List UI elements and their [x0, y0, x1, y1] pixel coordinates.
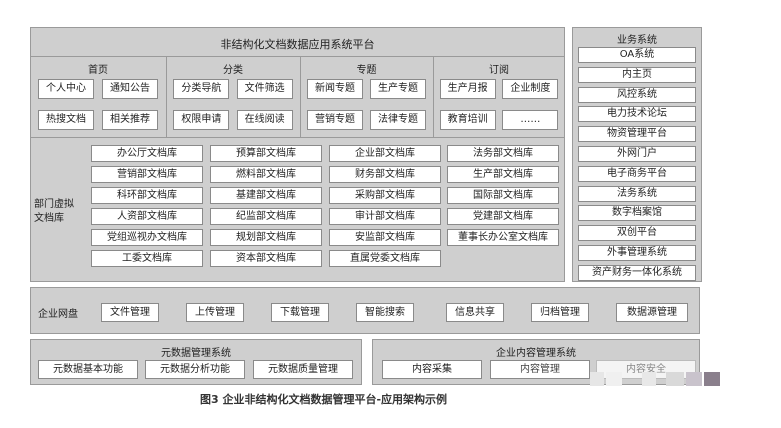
nav-item: 营销专题	[307, 110, 363, 130]
business-system-item: 物资管理平台	[578, 126, 696, 143]
nav-item: 热搜文档	[38, 110, 94, 130]
nav-item: 通知公告	[102, 79, 158, 99]
blur-block-5	[686, 372, 702, 386]
dept-library: 党建部文档库	[447, 208, 559, 225]
netdisk-item: 信息共享	[446, 303, 504, 322]
nav-item: 企业制度	[502, 79, 559, 99]
nav-item: 教育培训	[439, 110, 496, 130]
nav-item: ……	[502, 110, 559, 130]
blur-block-2	[606, 372, 622, 386]
business-title: 业务系统	[617, 35, 657, 46]
nav-item: 生产专题	[370, 79, 426, 99]
dept-library: 国际部文档库	[447, 187, 559, 204]
nav-group-title: 订阅	[489, 65, 509, 76]
nav-group-title: 专题	[356, 65, 377, 76]
blur-block-3	[642, 372, 656, 386]
dept-section-label: 部门虚拟 文档库	[34, 199, 74, 224]
nav-group-title: 首页	[88, 65, 108, 76]
business-system-item: 外网门户	[578, 146, 696, 162]
nav-item: 相关推荐	[102, 110, 158, 130]
dept-library: 科环部文档库	[91, 187, 203, 204]
metadata-item: 元数据基本功能	[38, 360, 138, 379]
business-system-item: 内主页	[578, 66, 696, 83]
dept-library: 直属党委文档库	[329, 250, 441, 267]
nav-item: 新闻专题	[307, 79, 363, 99]
blur-block-1	[590, 372, 604, 386]
platform-title-divider	[30, 56, 565, 57]
nav-bottom-divider	[30, 137, 565, 138]
nav-item: 权限申请	[173, 110, 230, 130]
dept-library: 财务部文档库	[329, 166, 441, 183]
dept-library: 生产部文档库	[447, 166, 559, 183]
business-system-item: 双创平台	[578, 225, 696, 242]
nav-column-divider	[166, 56, 167, 137]
metadata-item: 元数据分析功能	[145, 360, 245, 379]
metadata-item: 元数据质量管理	[253, 360, 353, 379]
dept-library: 人资部文档库	[91, 208, 203, 225]
netdisk-item: 上传管理	[186, 303, 244, 322]
business-system-item: OA系统	[578, 47, 696, 63]
netdisk-item: 数据源管理	[616, 303, 688, 322]
content-title: 企业内容管理系统	[496, 348, 576, 359]
business-system-item: 风控系统	[578, 86, 696, 103]
blur-block-6	[704, 372, 720, 386]
figure-caption: 图3 企业非结构化文档数据管理平台-应用架构示例	[200, 393, 448, 406]
business-system-item: 外事管理系统	[578, 245, 696, 261]
dept-library: 审计部文档库	[329, 208, 441, 225]
dept-library: 燃料部文档库	[210, 166, 322, 183]
nav-item: 文件筛选	[236, 79, 293, 99]
netdisk-label: 企业网盘	[38, 309, 78, 320]
dept-library: 董事长办公室文档库	[447, 229, 559, 246]
content-item: 内容采集	[382, 360, 482, 379]
dept-library: 工委文档库	[91, 250, 203, 267]
blur-block-4	[666, 372, 684, 386]
business-system-item: 电力技术论坛	[578, 106, 696, 123]
dept-library: 采购部文档库	[329, 187, 441, 204]
dept-library: 营销部文档库	[91, 166, 203, 183]
dept-library: 资本部文档库	[210, 250, 322, 267]
nav-item: 分类导航	[173, 79, 230, 99]
business-system-item: 电子商务平台	[578, 165, 696, 182]
content-item: 内容管理	[490, 360, 590, 379]
dept-library: 办公厅文档库	[91, 145, 203, 162]
nav-item: 法律专题	[370, 110, 426, 130]
netdisk-item: 文件管理	[101, 303, 159, 322]
metadata-title: 元数据管理系统	[161, 348, 231, 359]
business-system-item: 数字档案馆	[578, 205, 696, 222]
nav-column-divider	[433, 56, 434, 137]
nav-item: 个人中心	[38, 79, 94, 99]
dept-library: 企业部文档库	[329, 145, 441, 162]
netdisk-item: 智能搜索	[356, 303, 414, 322]
dept-library: 党组巡视办文档库	[91, 229, 203, 246]
dept-library: 法务部文档库	[447, 145, 559, 162]
nav-item: 生产月报	[439, 79, 496, 99]
dept-library: 纪监部文档库	[210, 208, 322, 225]
dept-library: 预算部文档库	[210, 145, 322, 162]
business-system-item: 资产财务一体化系统	[578, 264, 696, 281]
dept-library: 规划部文档库	[210, 229, 322, 246]
nav-group-title: 分类	[223, 65, 243, 76]
nav-column-divider	[300, 56, 301, 137]
nav-item: 在线阅读	[236, 110, 293, 130]
platform-title: 非结构化文档数据应用系统平台	[220, 38, 375, 51]
dept-library: 基建部文档库	[210, 187, 322, 204]
dept-library: 安监部文档库	[329, 229, 441, 246]
business-system-item: 法务系统	[578, 185, 696, 202]
netdisk-item: 下载管理	[271, 303, 329, 322]
netdisk-item: 归档管理	[531, 303, 589, 322]
